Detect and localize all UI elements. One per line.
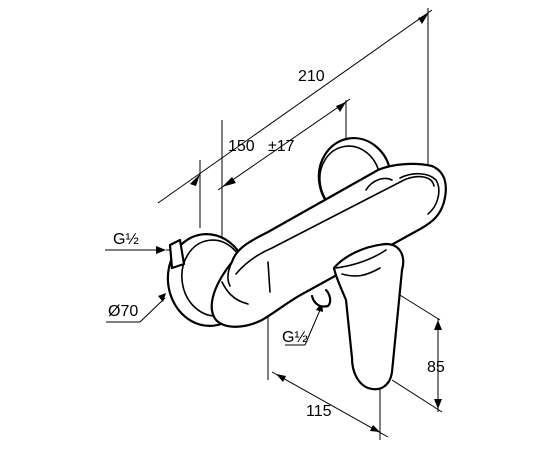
label-height: 85	[427, 359, 445, 376]
arrow-85-bottom	[434, 399, 442, 409]
dimension-labels: 210 150 ±17 G½ Ø70 G½ 115 85	[108, 68, 445, 420]
dimension-line-150	[217, 98, 351, 191]
dimension-lines	[105, 8, 443, 440]
inlet-stub-left	[168, 238, 186, 270]
arrow-150-left	[222, 177, 236, 187]
arrow-inlet-left	[156, 246, 166, 254]
arrow-115-left	[276, 374, 286, 382]
dimension-line-210	[157, 9, 433, 204]
label-flange-diameter: Ø70	[108, 303, 138, 320]
label-inlet-left: G½	[113, 231, 139, 248]
arrow-85-top	[434, 320, 442, 330]
arrow-150-right	[336, 102, 346, 112]
arrow-diameter	[158, 293, 166, 302]
arrow-210-right	[418, 14, 428, 24]
arrow-115-right	[370, 425, 380, 432]
outlet-spout	[310, 288, 332, 308]
label-overall-width: 210	[298, 68, 325, 85]
label-depth: 115	[306, 403, 332, 420]
mixer-body	[166, 137, 447, 391]
extension-line-85-bottom	[391, 379, 443, 413]
label-spacing-tolerance: ±17	[268, 138, 295, 155]
dimension-line-115	[271, 371, 389, 438]
extension-line-85-top	[394, 291, 441, 321]
arrow-210-left	[190, 174, 200, 186]
lever-handle	[332, 242, 405, 391]
label-outlet: G½	[282, 329, 308, 346]
label-spacing: 150	[228, 138, 255, 155]
